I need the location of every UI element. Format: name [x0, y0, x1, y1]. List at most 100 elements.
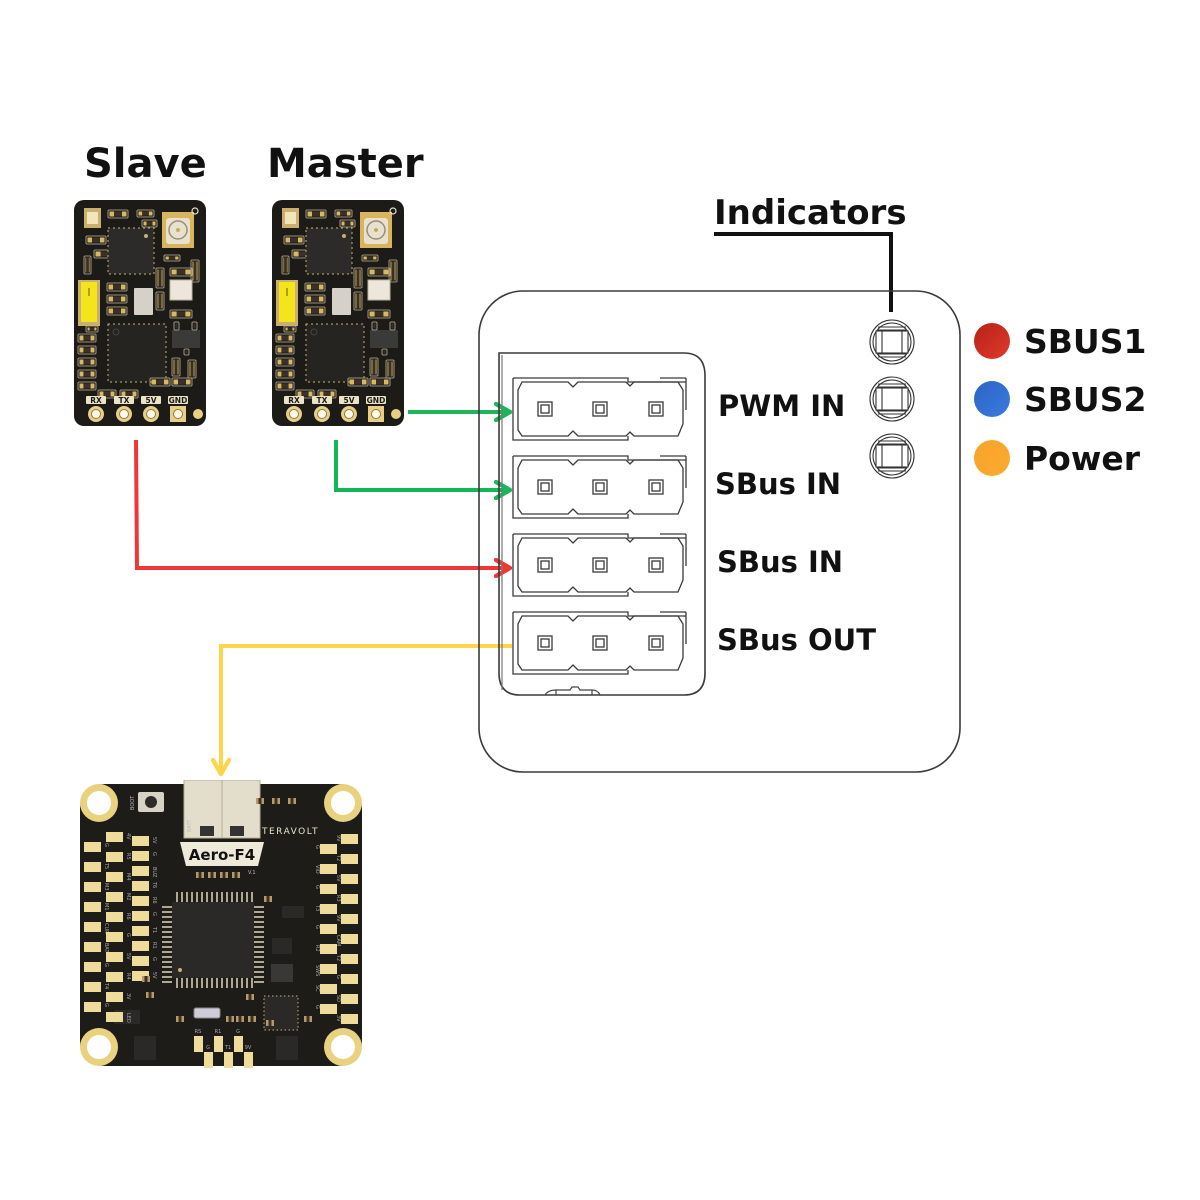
port-label-sbus-in-1: SBus IN — [715, 467, 842, 501]
solder-pad-g[interactable]: G — [234, 1029, 243, 1052]
solder-pad-r2[interactable]: R2 — [314, 944, 337, 954]
solder-pad-g[interactable]: G — [132, 956, 157, 966]
smd-component — [106, 294, 128, 304]
solder-pad-g[interactable]: G — [204, 1045, 213, 1068]
svg-text:T6: T6 — [151, 881, 157, 888]
solder-pad-9v[interactable]: 9V — [335, 834, 358, 844]
smd-component — [220, 872, 228, 878]
svg-text:R4: R4 — [125, 973, 131, 980]
solder-pad-sws[interactable]: SWS — [314, 964, 337, 976]
solder-pad-3v[interactable]: 3V — [106, 992, 131, 1002]
connector-port[interactable] — [512, 455, 687, 519]
solder-pad-t1[interactable]: T1 — [224, 1045, 233, 1068]
solder-pad-g[interactable]: G — [335, 974, 358, 984]
solder-pad-g[interactable]: G — [314, 844, 337, 854]
solder-pad-5v[interactable]: 5V — [132, 971, 157, 981]
solder-pad-5v[interactable]: 5V — [132, 836, 157, 846]
usb-c-port[interactable] — [183, 780, 261, 839]
connector-port[interactable] — [512, 377, 687, 441]
solder-pad-m2[interactable]: M2 — [106, 892, 131, 902]
smd-component — [361, 254, 379, 262]
smd-component — [136, 209, 155, 218]
wire-master-to-sbus-in-1 — [334, 440, 510, 490]
svg-text:T5: T5 — [103, 862, 109, 869]
solder-pad-g[interactable]: G — [314, 884, 337, 894]
solder-pad-cam[interactable]: CAM — [335, 934, 358, 946]
solder-pad-rs[interactable]: RS — [194, 1029, 203, 1052]
solder-pad-4v[interactable]: 4V — [106, 832, 131, 842]
solder-pad-m1[interactable]: M1 — [84, 902, 109, 912]
solder-pad-g[interactable]: G — [84, 962, 109, 972]
solder-pad-t3[interactable]: T3 — [314, 904, 337, 914]
solder-pad-t2[interactable]: T2 — [335, 954, 358, 964]
smd-component — [283, 325, 297, 333]
solder-pad-g[interactable]: G — [84, 1002, 109, 1012]
smd-component — [176, 1016, 184, 1022]
svg-text:RS: RS — [195, 1029, 202, 1035]
svg-text:G: G — [103, 1003, 109, 1007]
solder-pad-5v[interactable]: 5V — [335, 874, 358, 884]
solder-pad-sc[interactable]: SC — [314, 984, 337, 994]
solder-pad-t4[interactable]: T4 — [84, 982, 109, 992]
indicators-leader-line — [714, 232, 893, 312]
solder-pad-t2[interactable]: T2 — [335, 854, 358, 864]
slave-receiver-board: RX TX 5V GND — [74, 200, 206, 430]
svg-text:V.1: V.1 — [248, 870, 256, 876]
smd-component — [305, 209, 327, 219]
solder-pad-t5[interactable]: T5 — [84, 862, 109, 872]
solder-pad-r5[interactable]: R5 — [106, 852, 131, 862]
svg-text:BUZ: BUZ — [151, 867, 157, 878]
solder-pad-led[interactable]: LED — [106, 1012, 131, 1023]
smd-component — [275, 345, 295, 355]
port-label-pwm-in: PWM IN — [718, 389, 846, 423]
solder-pad-r6[interactable]: R6 — [132, 896, 157, 906]
mounting-dot — [391, 409, 401, 419]
pin-tx[interactable]: TX — [114, 396, 134, 422]
solder-pad-3v[interactable]: 3V — [335, 1014, 358, 1024]
svg-text:SC: SC — [314, 985, 320, 992]
solder-pad-g[interactable]: G — [84, 842, 109, 852]
pin-5v[interactable]: 5V — [141, 396, 161, 422]
solder-pad-t6[interactable]: T6 — [132, 881, 157, 891]
solder-pad-5v[interactable]: 5V — [106, 952, 131, 962]
pin-gnd[interactable]: GND — [366, 396, 386, 422]
solder-pad-m3[interactable]: M3 — [84, 882, 109, 892]
solder-pad-g[interactable]: G — [314, 924, 337, 934]
pin-rx[interactable]: RX — [86, 396, 106, 422]
svg-text:G: G — [151, 912, 157, 916]
solder-pad-g[interactable]: G — [132, 911, 157, 921]
solder-pad-r1[interactable]: R1 — [214, 1029, 223, 1052]
svg-text:VID: VID — [314, 865, 320, 874]
svg-text:SD: SD — [335, 995, 341, 1002]
solder-pad-9v[interactable]: 9V — [244, 1045, 253, 1068]
solder-pad-cur[interactable]: CUR — [84, 922, 109, 934]
solder-pad-vid[interactable]: VID — [314, 864, 337, 874]
solder-pad-r3[interactable]: R3 — [335, 894, 358, 904]
solder-pad-t1[interactable]: T1 — [132, 926, 157, 936]
solder-pad-r1[interactable]: R1 — [132, 941, 157, 951]
solder-pad-r4[interactable]: R4 — [106, 972, 131, 982]
svg-text:9V: 9V — [335, 835, 341, 842]
svg-text:R3: R3 — [335, 895, 341, 902]
svg-text:RX: RX — [90, 396, 102, 405]
svg-text:R6: R6 — [151, 897, 157, 904]
smd-component — [169, 309, 193, 319]
solder-pad-g[interactable]: G — [106, 932, 131, 942]
port-label-sbus-in-2: SBus IN — [717, 545, 844, 579]
smd-component — [107, 209, 129, 219]
solder-pad-g[interactable]: G — [132, 851, 157, 861]
boot-button[interactable]: BOOT — [130, 792, 164, 812]
connector-port[interactable] — [512, 611, 687, 675]
solder-pad-sd[interactable]: SD — [335, 994, 358, 1004]
solder-pad-bat[interactable]: BAT — [84, 942, 109, 953]
solder-pad-g[interactable]: G — [314, 1004, 337, 1014]
solder-pad-m4[interactable]: M4 — [106, 872, 131, 882]
pin-rx[interactable]: RX — [284, 396, 304, 422]
pin-gnd[interactable]: GND — [168, 396, 188, 422]
solder-pad-9v[interactable]: 9V — [335, 914, 358, 924]
solder-pad-r6[interactable]: R6 — [106, 912, 131, 922]
connector-port[interactable] — [512, 533, 687, 597]
pin-tx[interactable]: TX — [312, 396, 332, 422]
solder-pad-buz[interactable]: BUZ — [132, 866, 157, 878]
pin-5v[interactable]: 5V — [339, 396, 359, 422]
